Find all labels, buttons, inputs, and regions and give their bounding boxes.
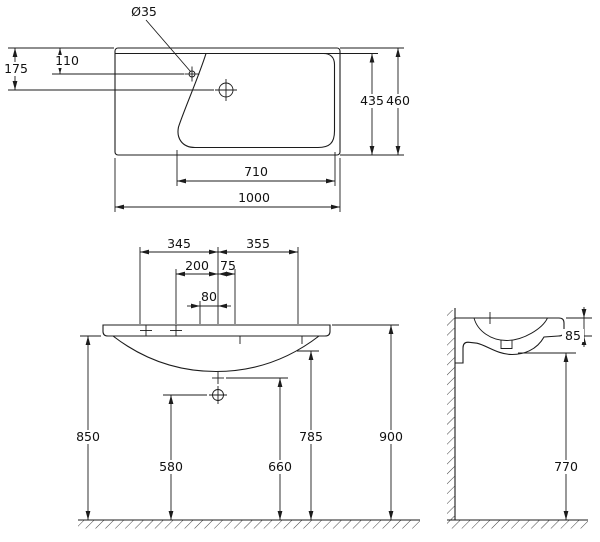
- dim-580-label: 580: [159, 459, 183, 474]
- side-view-labels: 85 770: [553, 328, 584, 474]
- dim-785-label: 785: [299, 429, 323, 444]
- faucet-centerline-marks: [140, 325, 182, 336]
- faucet-hole-2: [215, 79, 237, 101]
- drain-mark: [209, 386, 227, 404]
- side-view: 85 770: [447, 307, 592, 529]
- bowl-interior-profile: [473, 317, 548, 341]
- dim-770-label: 770: [554, 459, 578, 474]
- diameter-leader-line: [145, 19, 191, 72]
- dim-85-label: 85: [565, 328, 581, 343]
- dim-1000-label: 1000: [238, 190, 270, 205]
- dim-900-label: 900: [379, 429, 403, 444]
- basin-profile-outline: [455, 317, 565, 364]
- front-view: 345 355 200 75 80 850 580 660 785 900: [75, 236, 420, 529]
- dim-435-label: 435: [360, 93, 384, 108]
- basin-outline-top: [114, 47, 341, 156]
- front-view-extension-lines: [80, 247, 399, 396]
- dim-75-label: 75: [220, 258, 236, 273]
- dim-80-label: 80: [201, 289, 217, 304]
- floor-hatching-front: [78, 520, 420, 529]
- bowl-underside-curve: [112, 335, 320, 373]
- overflow-mark: [212, 372, 224, 384]
- hole-diameter-label: Ø35: [131, 4, 157, 19]
- dim-660-label: 660: [268, 459, 292, 474]
- floor-hatching-side: [447, 520, 588, 529]
- top-view: Ø35 175 110 435 460 710 1000: [3, 4, 411, 212]
- dim-200-label: 200: [185, 258, 209, 273]
- drain-outlet-profile: [500, 340, 513, 349]
- dim-345-label: 345: [167, 236, 191, 251]
- front-view-labels: 345 355 200 75 80 850 580 660 785 900: [75, 236, 404, 474]
- top-view-labels: Ø35 175 110 435 460 710 1000: [3, 4, 411, 205]
- dim-460-label: 460: [386, 93, 410, 108]
- dim-710-label: 710: [244, 164, 268, 179]
- dim-355-label: 355: [246, 236, 270, 251]
- basin-slab-front: [102, 324, 331, 337]
- wall-hatching: [447, 310, 455, 520]
- bowl-inner-edge: [177, 52, 336, 149]
- dim-850-label: 850: [76, 429, 100, 444]
- dim-175-label: 175: [4, 61, 28, 76]
- faucet-hole-1: [184, 66, 200, 82]
- dim-110-label: 110: [55, 53, 79, 68]
